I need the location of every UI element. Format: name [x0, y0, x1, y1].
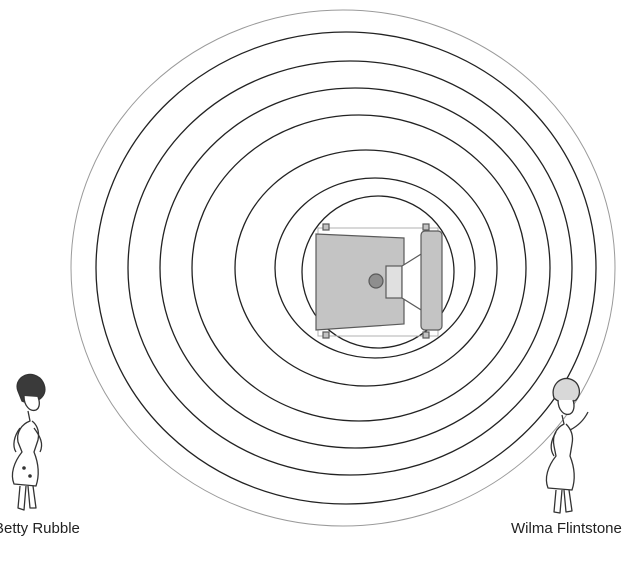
person-label-left: Betty Rubble	[0, 520, 80, 537]
person-right-icon	[546, 378, 588, 513]
person-left-icon	[12, 374, 44, 510]
person-label-right: Wilma Flintstone	[511, 520, 622, 537]
speaker-icon	[316, 224, 442, 338]
